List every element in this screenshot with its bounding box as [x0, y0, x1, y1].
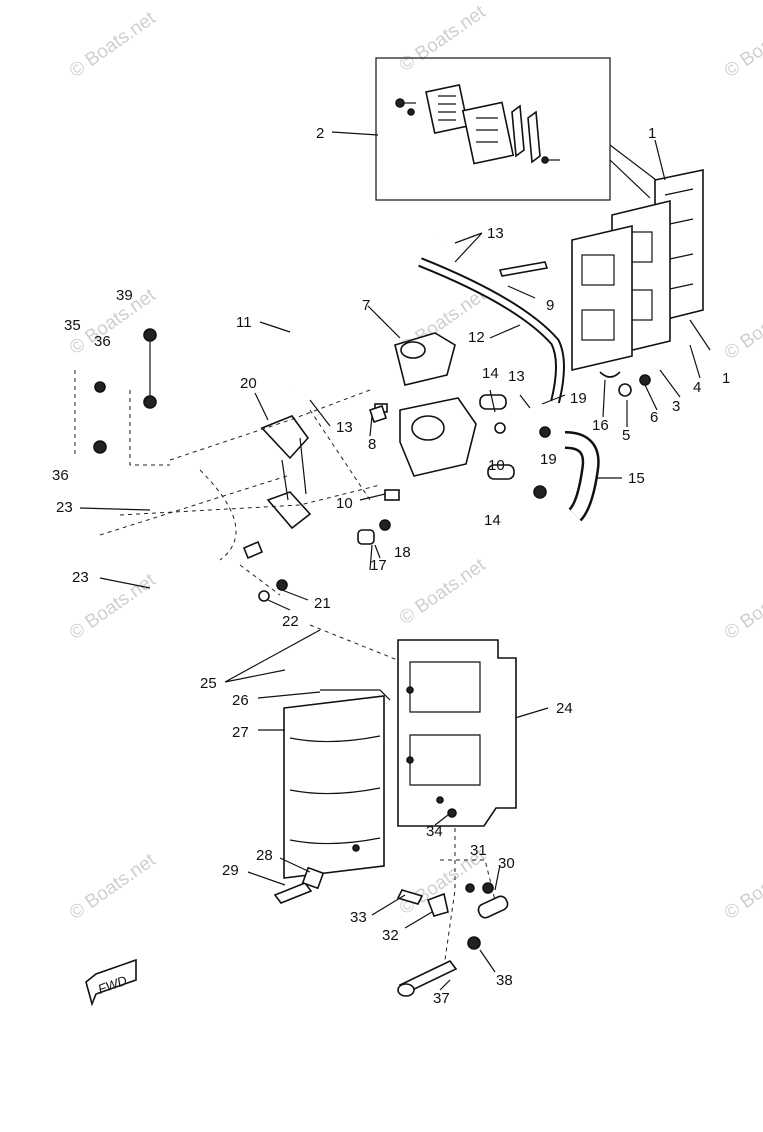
callout-36: 36 — [52, 467, 69, 484]
callout-14: 14 — [482, 365, 499, 382]
fuel-pump — [374, 332, 551, 501]
watermark: © Boats.net — [721, 7, 763, 82]
callout-20: 20 — [240, 375, 257, 392]
callout-13: 13 — [336, 419, 353, 436]
callout-23: 23 — [56, 499, 73, 516]
callout-39: 39 — [116, 287, 133, 304]
watermark: © Boats.net — [721, 289, 763, 364]
callout-6: 6 — [650, 409, 658, 426]
callout-13: 13 — [508, 368, 525, 385]
callout-24: 24 — [556, 700, 573, 717]
callout-10: 10 — [488, 457, 505, 474]
callout-35: 35 — [64, 317, 81, 334]
intake-manifold-assembly — [571, 169, 711, 372]
callout-17: 17 — [370, 557, 387, 574]
lower-hardware — [273, 808, 509, 997]
callout-29: 29 — [222, 862, 239, 879]
callout-23: 23 — [72, 569, 89, 586]
callout-5: 5 — [622, 427, 630, 444]
callout-14: 14 — [484, 512, 501, 529]
callout-18: 18 — [394, 544, 411, 561]
callout-28: 28 — [256, 847, 273, 864]
callout-22: 22 — [282, 613, 299, 630]
callout-32: 32 — [382, 927, 399, 944]
callout-21: 21 — [314, 595, 331, 612]
fuel-hoses — [283, 237, 600, 522]
callout-16: 16 — [592, 417, 609, 434]
callout-27: 27 — [232, 724, 249, 741]
callout-10: 10 — [336, 495, 353, 512]
reed-valve-inset — [375, 57, 661, 201]
callout-34: 34 — [426, 823, 443, 840]
pump-gasket — [260, 415, 312, 530]
callout-12: 12 — [468, 329, 485, 346]
watermark: © Boats.net — [66, 849, 160, 924]
electrical-box — [283, 639, 517, 879]
watermark: © Boats.net — [66, 7, 160, 82]
callout-33: 33 — [350, 909, 367, 926]
callout-8: 8 — [368, 436, 376, 453]
callout-2: 2 — [316, 125, 324, 142]
forward-direction-arrow: FWD — [85, 958, 137, 1007]
dashed-leader-lines — [99, 389, 496, 961]
watermark: © Boats.net — [721, 569, 763, 644]
callout-25: 25 — [200, 675, 217, 692]
callout-1: 1 — [648, 125, 656, 142]
callout-7: 7 — [362, 297, 370, 314]
callout-36: 36 — [94, 333, 111, 350]
callout-38: 38 — [496, 972, 513, 989]
watermark: © Boats.net — [396, 554, 490, 629]
callout-19: 19 — [570, 390, 587, 407]
callout-19: 19 — [540, 451, 557, 468]
watermark: © Boats.net — [396, 1, 490, 76]
callout-30: 30 — [498, 855, 515, 872]
callout-1: 1 — [722, 370, 730, 387]
callout-37: 37 — [433, 990, 450, 1007]
callout-13: 13 — [487, 225, 504, 242]
callout-15: 15 — [628, 470, 645, 487]
small-fasteners — [242, 261, 651, 602]
watermark: © Boats.net — [721, 849, 763, 924]
callout-labels: 1 1 2 3 4 5 6 7 8 9 10 10 11 12 13 13 13… — [52, 125, 730, 1007]
callout-4: 4 — [693, 379, 701, 396]
callout-9: 9 — [546, 297, 554, 314]
mounting-bracket-hardware — [74, 328, 170, 466]
callout-26: 26 — [232, 692, 249, 709]
callout-11: 11 — [236, 314, 252, 331]
callout-leaders — [79, 131, 701, 991]
callout-3: 3 — [672, 398, 680, 415]
callout-31: 31 — [470, 842, 487, 859]
